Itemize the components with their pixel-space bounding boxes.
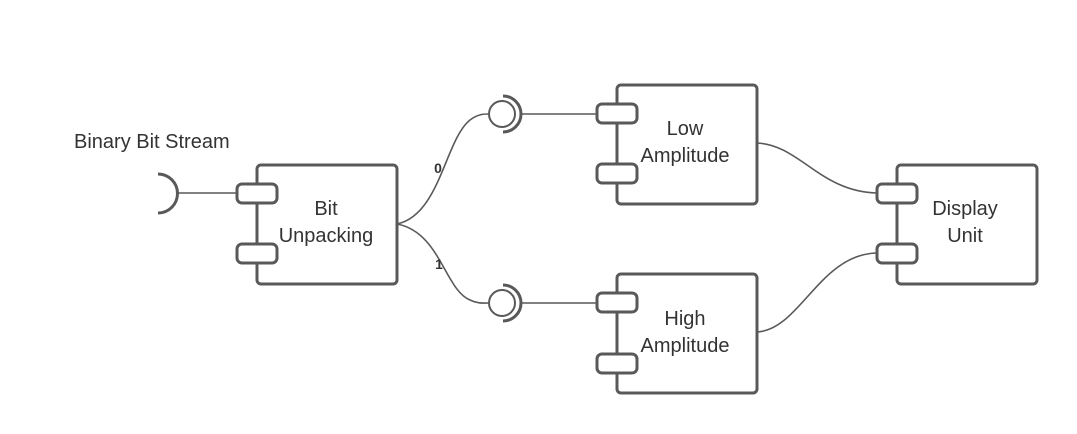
provided-interface-ball-zero (488, 100, 516, 128)
wire-one-branch (396, 223, 489, 304)
edge-label-one: 1 (435, 256, 443, 272)
display-unit-label-line2: Unit (947, 225, 983, 247)
low-amplitude-label-line2: Amplitude (641, 145, 730, 167)
low-amplitude-label-line1: Low (667, 118, 704, 140)
bit-unpacking-label-line2: Unpacking (279, 225, 374, 247)
bit-unpacking-port-top (235, 182, 279, 205)
bit-unpacking-component[interactable]: Bit Unpacking (235, 163, 399, 286)
edge-label-zero: 0 (434, 160, 442, 176)
display-unit-label-line1: Display (932, 198, 998, 220)
display-unit-component[interactable]: Display Unit (875, 163, 1039, 286)
wire-high-to-display (756, 252, 879, 333)
high-amplitude-port-bottom (595, 352, 639, 375)
low-amplitude-port-bottom (595, 162, 639, 185)
display-unit-port-top (875, 182, 919, 205)
input-socket (157, 172, 179, 215)
wire-zero-branch (396, 113, 489, 225)
wire-low-to-display (756, 142, 879, 194)
high-amplitude-component[interactable]: High Amplitude (595, 272, 759, 395)
low-amplitude-port-top (595, 102, 639, 125)
input-stream-label: Binary Bit Stream (74, 131, 230, 153)
low-amplitude-component[interactable]: Low Amplitude (595, 83, 759, 206)
provided-interface-ball-one (488, 289, 516, 317)
bit-unpacking-label-line1: Bit (314, 198, 338, 220)
high-amplitude-port-top (595, 291, 639, 314)
bit-unpacking-port-bottom (235, 242, 279, 265)
high-amplitude-label-line1: High (664, 308, 705, 330)
display-unit-port-bottom (875, 242, 919, 265)
high-amplitude-label-line2: Amplitude (641, 335, 730, 357)
